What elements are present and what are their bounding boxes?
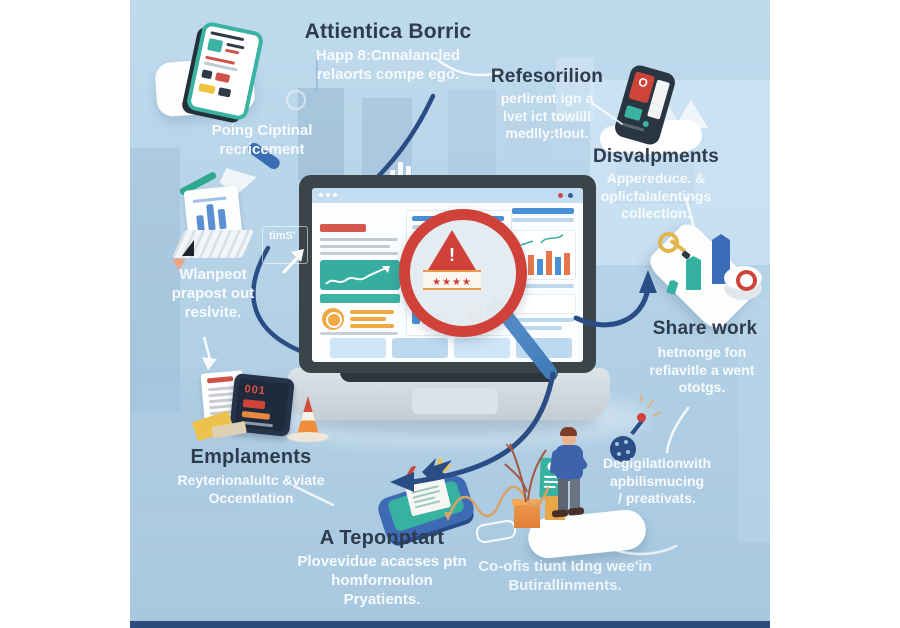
teal-bar <box>320 294 400 303</box>
red-ring <box>736 270 757 291</box>
bottom-card <box>330 338 386 358</box>
header-line <box>512 318 574 322</box>
share-work-title: Share work <box>652 318 758 339</box>
person-hair <box>560 427 577 436</box>
text-line <box>320 238 398 241</box>
text-line <box>320 332 398 335</box>
teponptart-title: A Teponptart <box>319 527 445 549</box>
teal-block <box>207 38 224 53</box>
bottom-bar <box>130 621 770 628</box>
laptop-touchpad <box>412 388 498 414</box>
page-headline-bar <box>320 224 366 232</box>
window-dot <box>333 193 337 197</box>
red-bar <box>242 399 266 410</box>
bottom-card <box>454 338 510 358</box>
building-silhouette <box>506 120 550 178</box>
disvalpments-subtitle: Appereduce. & oplicfalalentings collecti… <box>600 170 712 221</box>
header-line <box>512 218 574 222</box>
window-dot <box>319 193 323 197</box>
molecule-red-dot <box>637 413 646 422</box>
planter-rim <box>512 499 542 505</box>
refesorilion-subtitle: perlirent ign a lvet ict towlill medlly:… <box>500 90 594 141</box>
window-dot <box>326 193 330 197</box>
mini-line <box>192 196 227 204</box>
building-silhouette <box>738 298 770 543</box>
window-dot-blue <box>568 193 573 198</box>
teponptart-subtitle: Plovevidue acacses ptn homfornoulon Prya… <box>297 553 467 608</box>
clock-face <box>326 312 342 328</box>
disvalpments-title: Disvalpments <box>593 146 719 167</box>
crystal-icon <box>686 256 701 290</box>
browser-bar <box>312 188 583 203</box>
header-line <box>512 284 574 288</box>
yellow-chip <box>198 83 216 95</box>
mini-bar <box>206 203 216 231</box>
orange-bar <box>241 410 271 420</box>
attientica-title: Attientica Borric <box>304 20 472 43</box>
orange-line <box>350 324 394 328</box>
person-shoe <box>551 509 569 518</box>
person-shoe <box>567 507 585 516</box>
header-line <box>512 326 562 330</box>
poing-label: Poing Ciptinal recricement <box>211 122 313 158</box>
tablet-code-badge: 001 <box>243 383 267 398</box>
stars-banner: ★★★★ <box>423 270 481 290</box>
trend-chart-card <box>320 260 400 290</box>
orange-line <box>350 310 394 314</box>
line <box>225 48 240 55</box>
building-silhouette <box>556 58 594 122</box>
doc-red-bar <box>206 376 234 384</box>
emplaments-title: Emplaments <box>190 446 312 468</box>
planter-icon <box>514 502 540 528</box>
wlanpeot-label: Wlanpeot prapost out reslvite. <box>171 266 255 321</box>
block <box>217 87 232 98</box>
phone-o-badge: O <box>636 74 650 91</box>
person-leg <box>570 479 580 511</box>
antenna-silhouette <box>316 56 318 90</box>
building-silhouette <box>448 90 496 180</box>
text-line <box>320 252 398 255</box>
molecule-icon <box>610 436 636 462</box>
person-figure <box>548 424 608 524</box>
stars: ★★★★ <box>432 277 472 288</box>
cone-base <box>287 432 329 442</box>
molecule-hole <box>615 442 619 446</box>
blue-header-line <box>512 208 574 214</box>
molecule-hole <box>624 440 628 444</box>
block <box>214 72 231 84</box>
block <box>201 69 213 80</box>
text-line <box>320 245 390 248</box>
share-work-subtitle: hetnonge fon refiavitle a went ototgs. <box>649 344 755 395</box>
molecule-hole <box>626 450 630 454</box>
magnifier-icon <box>399 209 527 337</box>
bottom-card <box>392 338 448 358</box>
tims-tag-box: timS' <box>262 226 308 264</box>
checkmark-icon: ✓ <box>391 457 426 499</box>
degigilation-label: Degigilationwith apbilismucing / preativ… <box>602 455 712 506</box>
attientica-subtitle: Happ 8:Cnnalancled relaorts compe ego. <box>315 47 461 83</box>
coofis-label: Co-ofis tiunt Idng wee'in Butirallinment… <box>478 558 652 594</box>
emplaments-subtitle: Reyterionalultc &viate Occentlation <box>177 472 325 506</box>
window-dot-red <box>558 193 563 198</box>
building-silhouette <box>130 148 180 413</box>
teal-dot <box>642 120 650 128</box>
doc-line <box>208 398 234 403</box>
tims-tag-label: timS' <box>269 230 296 242</box>
molecule-hole <box>617 452 621 456</box>
orange-line <box>350 317 386 321</box>
warning-mark: ! <box>449 245 455 265</box>
refesorilion-title: Refesorilion <box>490 66 604 87</box>
person-leg <box>558 479 568 513</box>
mini-bar <box>217 208 227 230</box>
